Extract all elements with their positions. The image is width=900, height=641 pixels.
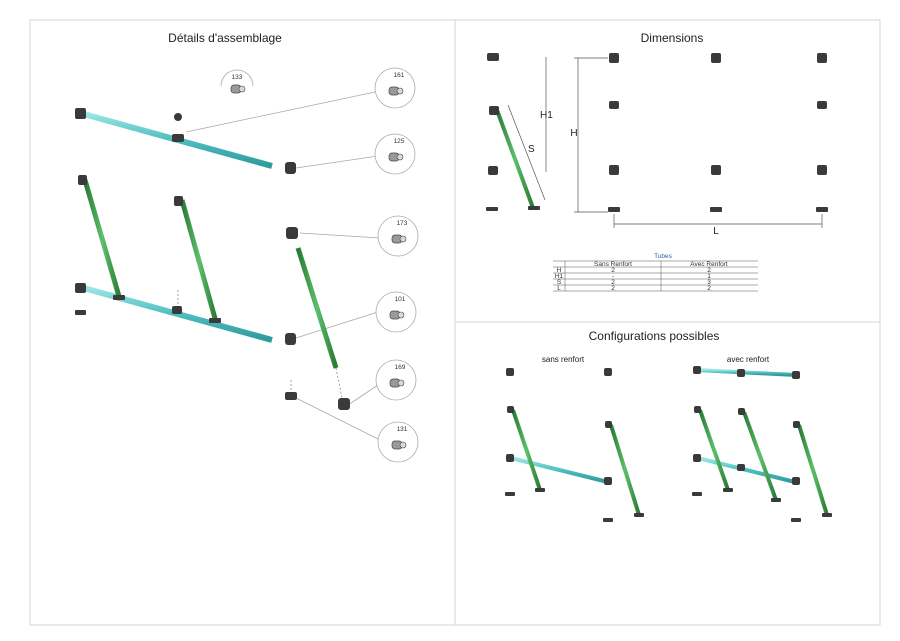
config-label-avec-renfort: avec renfort [727,355,770,364]
table-row: H 2 2 [557,267,712,274]
part-ref: 101 [395,296,406,303]
tube-name: H1 [555,273,564,280]
qty-avec-renfort: 2 [707,267,711,274]
fitting-icon [388,86,404,96]
part-ref: 169 [395,364,406,371]
qty-sans-renfort: - [612,273,614,280]
fitting-icon [391,234,407,244]
strut-left [82,179,123,301]
dim-h1: H1 [540,110,553,121]
part-callout: 125 [374,133,416,175]
dim-l: L [713,226,719,237]
qty-sans-renfort: 2 [611,267,615,274]
qty-sans-renfort: 2 [611,279,615,286]
strut-center [179,199,219,323]
tube-name: S [557,279,562,286]
table-row: S 2 3 [557,279,711,286]
part-callout: 173 [377,215,419,257]
strut-right [295,247,339,369]
table-row: L 2 2 [557,285,711,292]
dimensions-title: Dimensions [641,31,704,45]
fitting-icon [388,152,404,162]
assembly-title: Détails d'assemblage [168,31,282,45]
part-callout: 101 [375,291,417,333]
dim-s: S [528,144,535,155]
part-ref: 125 [394,138,405,145]
col-avec-renfort: Avec Renfort [690,261,728,268]
front-view: H L [570,53,828,237]
qty-sans-renfort: 2 [611,285,615,292]
tube-name: H [557,267,562,274]
assembly-drawing [75,91,381,441]
qty-avec-renfort: 3 [707,279,711,286]
side-view: H1 S [486,53,553,211]
part-ref: 133 [232,74,243,81]
tubes-table-title: Tubes [654,253,673,260]
table-row: H1 - 1 [555,273,711,280]
tube-name: L [557,285,561,292]
part-callout: 133 [220,69,254,94]
fitting-icon [230,84,246,94]
part-ref: 161 [394,72,405,79]
dim-h: H [570,128,577,139]
config-sans-renfort [505,368,644,522]
fitting-icon [389,378,405,388]
part-callout: 161 [374,67,416,109]
config-label-sans-renfort: sans renfort [542,355,585,364]
fitting-icon [389,310,405,320]
config-avec-renfort [692,366,832,522]
col-sans-renfort: Sans Renfort [594,261,632,268]
configurations-title: Configurations possibles [589,329,720,343]
part-callout: 169 [375,359,417,401]
qty-avec-renfort: 1 [707,273,711,280]
sheet-frame [29,19,881,626]
part-callouts: 133 161 125 173 101 169 131 [220,67,419,463]
part-ref: 131 [397,426,408,433]
qty-avec-renfort: 2 [707,285,711,292]
fitting-icon [391,440,407,450]
part-ref: 173 [397,220,408,227]
leader-lines [177,91,381,441]
part-callout: 131 [377,421,419,463]
